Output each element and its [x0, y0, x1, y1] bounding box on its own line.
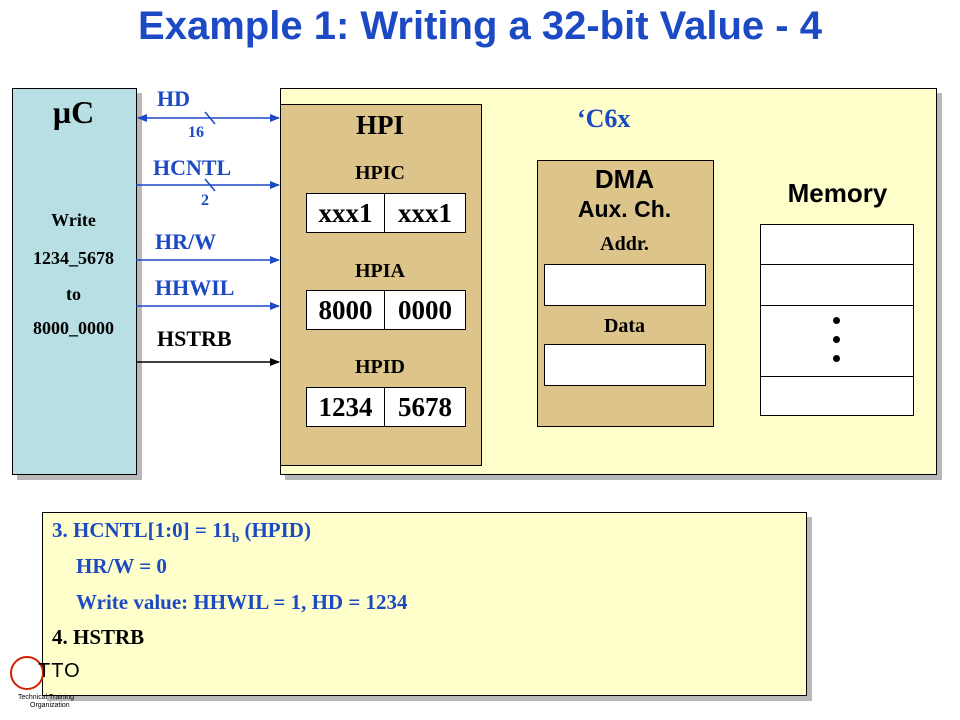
hpid-low-register: 5678 — [384, 387, 466, 427]
step3-line: 3. HCNTL[1:0] = 11b (HPID) — [52, 518, 311, 546]
logo-caption-2: Organization — [30, 702, 70, 709]
hpi-title: HPI — [355, 110, 404, 140]
dma-data-register — [544, 344, 706, 386]
memory-block — [760, 224, 914, 416]
hd-label: HD — [157, 86, 190, 111]
step3-tail: (HPID) — [239, 518, 311, 542]
micro-to-label: to — [66, 284, 81, 304]
hpic-low-register: xxx1 — [384, 193, 466, 233]
micro-address-label: 8000_0000 — [33, 318, 114, 338]
step3-subscript: b — [231, 530, 240, 546]
dma-data-label: Data — [603, 315, 646, 337]
step3-write: Write value: HHWIL = 1, HD = 1234 — [76, 590, 408, 614]
step4-line: 4. HSTRB — [52, 625, 145, 649]
logo-caption-1: Technical Training — [18, 694, 75, 701]
hcntl-label: HCNTL — [153, 155, 232, 180]
step-description-box — [42, 512, 807, 696]
hhwil-label: HHWIL — [155, 275, 235, 300]
dma-addr-label: Addr. — [600, 233, 649, 255]
micro-write-label: Write — [51, 210, 96, 230]
hpia-high-register: 8000 — [306, 290, 385, 330]
memory-divider — [761, 376, 913, 377]
hpic-high-register: xxx1 — [306, 193, 385, 233]
c6x-label: ‘C6x — [577, 104, 631, 133]
dma-subtitle: Aux. Ch. — [577, 196, 672, 222]
hd-bus-slash — [204, 111, 216, 125]
step3-main: 3. HCNTL[1:0] = 11 — [52, 518, 232, 542]
hpid-high-register: 1234 — [306, 387, 385, 427]
hpia-label: HPIA — [355, 260, 405, 282]
hcntl-slash — [204, 178, 216, 192]
dma-addr-register — [544, 264, 706, 306]
hd-width-label: 16 — [188, 124, 204, 141]
micro-value-label: 1234_5678 — [33, 248, 114, 268]
memory-divider — [761, 264, 913, 265]
slide-title: Example 1: Writing a 32-bit Value - 4 — [138, 4, 822, 48]
hstrb-label: HSTRB — [157, 326, 232, 351]
hpid-label: HPID — [355, 356, 405, 378]
memory-divider — [761, 305, 913, 306]
microcontroller-title: µC — [52, 94, 95, 130]
step3-hrw: HR/W = 0 — [76, 554, 167, 578]
microcontroller-box — [12, 88, 137, 475]
logo-circle — [10, 656, 44, 690]
hcntl-width-label: 2 — [201, 192, 209, 209]
hrw-label: HR/W — [155, 229, 217, 254]
hpia-low-register: 0000 — [384, 290, 466, 330]
logo-text: TTO — [38, 660, 81, 682]
ellipsis-dot — [833, 336, 840, 343]
memory-title: Memory — [787, 178, 888, 208]
ellipsis-dot — [833, 317, 840, 324]
hpic-label: HPIC — [355, 162, 405, 184]
ellipsis-dot — [833, 355, 840, 362]
dma-title: DMA — [594, 164, 655, 194]
